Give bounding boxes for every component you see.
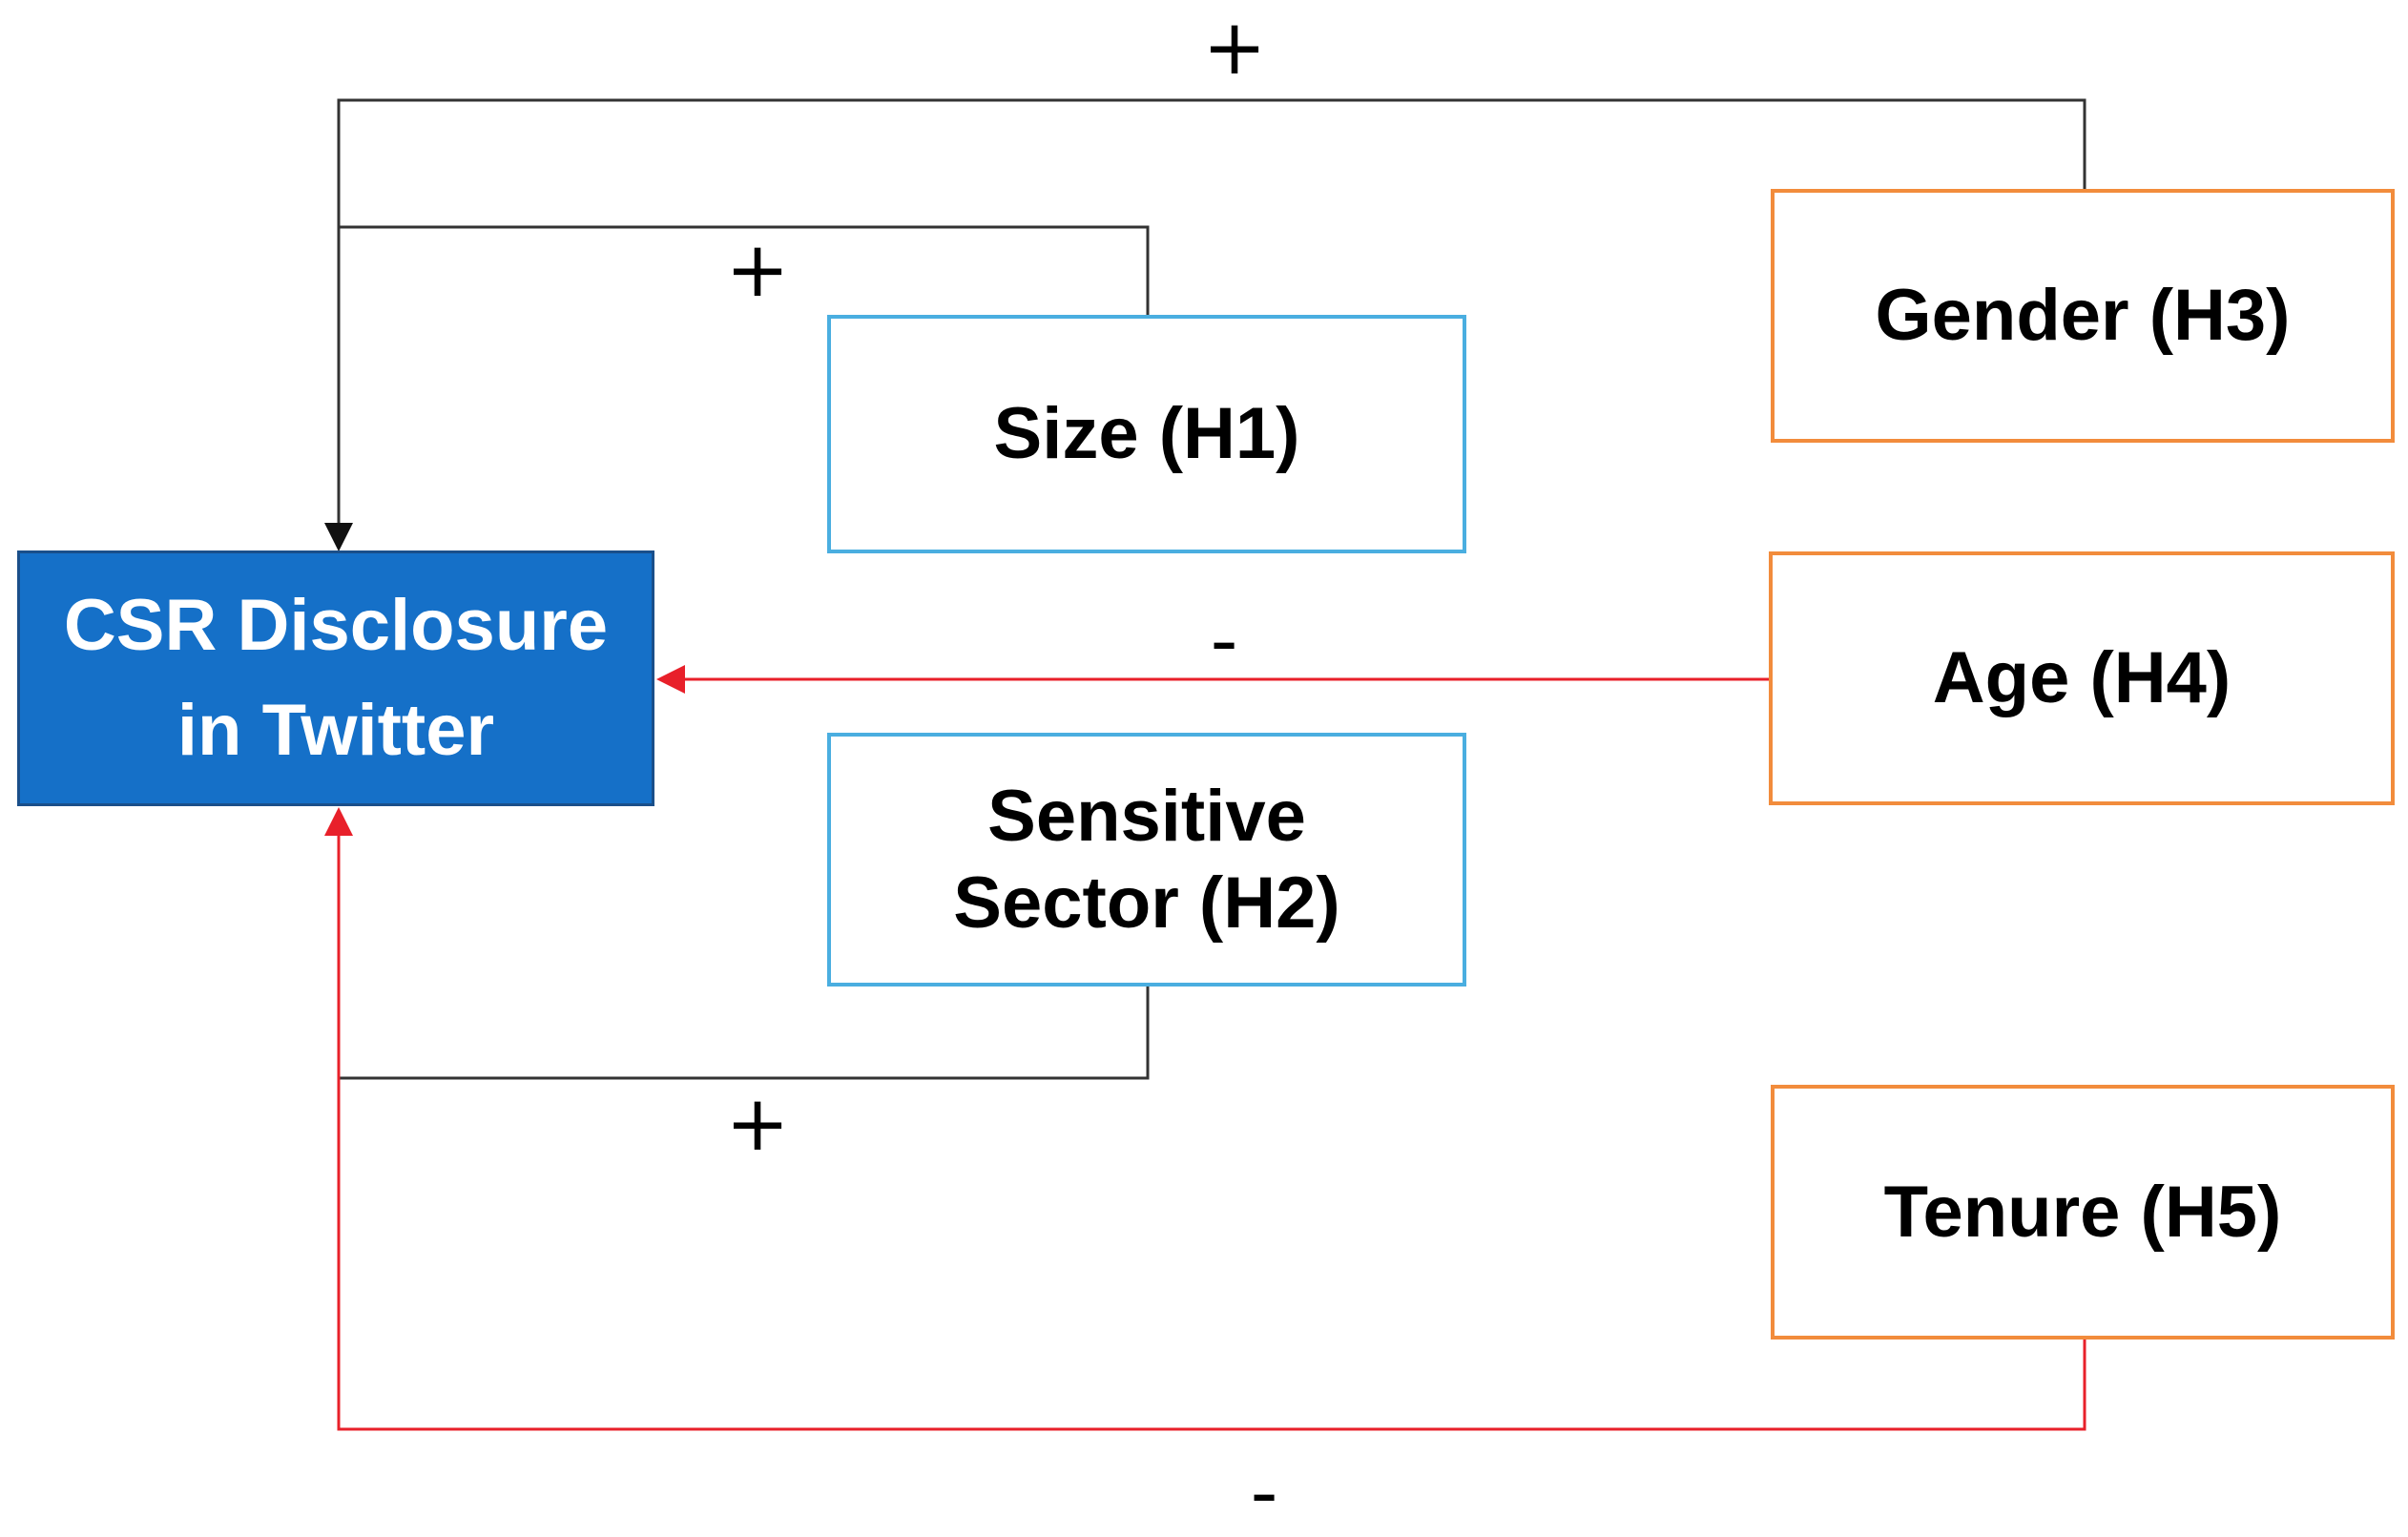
csr-disclosure-label: CSR Disclosure in Twitter [63, 584, 609, 771]
sign-age-negative: - [1210, 596, 1238, 685]
link-sector-to-csr [339, 987, 1150, 1080]
link-size-to-csr [339, 225, 1150, 315]
link-gender-to-csr [337, 98, 2086, 534]
gender-box: Gender (H3) [1771, 189, 2395, 443]
arrowhead-top-csr [324, 523, 353, 551]
link-tenure-to-csr [337, 830, 2086, 1431]
sign-size-positive: + [725, 225, 790, 314]
sign-gender-positive: + [1202, 3, 1267, 92]
gender-label: Gender (H3) [1875, 275, 2291, 357]
tenure-box: Tenure (H5) [1771, 1085, 2395, 1340]
sensitive-sector-box: Sensitive Sector (H2) [827, 733, 1466, 987]
sensitive-sector-label: Sensitive Sector (H2) [953, 775, 1340, 944]
tenure-label: Tenure (H5) [1883, 1171, 2282, 1253]
sign-sector-positive: + [725, 1079, 790, 1168]
arrowhead-left-csr [656, 665, 685, 694]
csr-disclosure-box: CSR Disclosure in Twitter [17, 550, 654, 806]
arrowhead-bottom-csr [324, 807, 353, 836]
size-box: Size (H1) [827, 315, 1466, 553]
size-label: Size (H1) [993, 393, 1300, 475]
age-box: Age (H4) [1769, 551, 2395, 805]
age-label: Age (H4) [1932, 637, 2232, 719]
sign-tenure-negative: - [1250, 1448, 1278, 1537]
